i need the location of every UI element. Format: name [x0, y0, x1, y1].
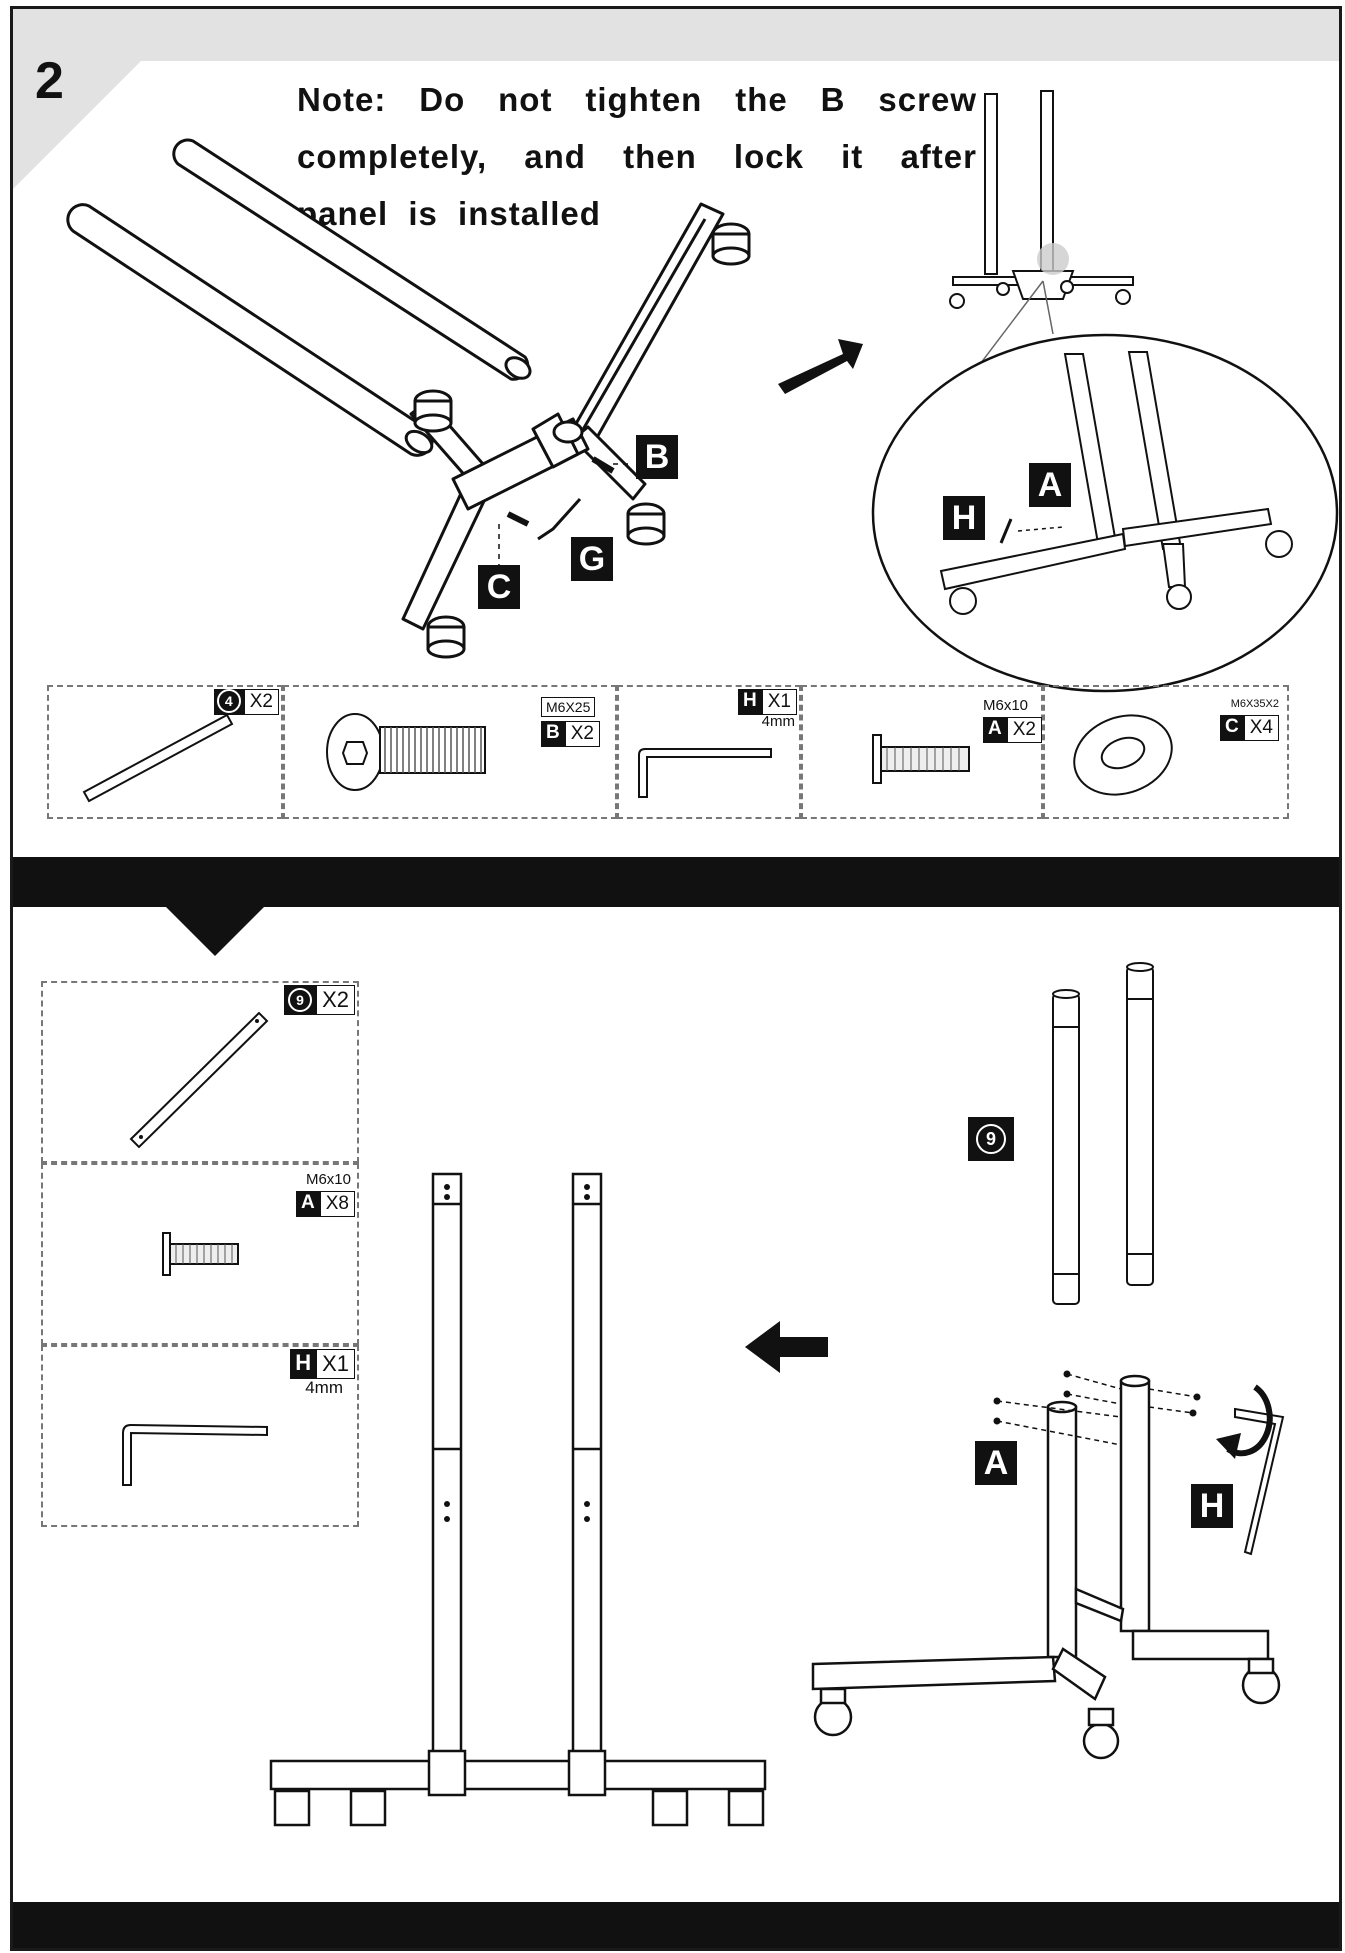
callout-h-detail: H [943, 496, 985, 540]
callout-g: G [571, 537, 613, 581]
screw-points [993, 1370, 1201, 1425]
arrow-right-icon [778, 339, 863, 394]
rotate-icon [1226, 1384, 1273, 1457]
callout-h: H [1191, 1484, 1233, 1528]
upright-assembly-illustration [269, 962, 1285, 1827]
caster [426, 615, 466, 659]
caster [711, 222, 751, 266]
stand-front-view [269, 1172, 767, 1827]
hex-key-icon [638, 748, 772, 798]
part-spec: M6X25 [541, 697, 596, 717]
part-spec: 4mm [761, 713, 795, 730]
arrow-left-icon [745, 1321, 828, 1373]
part-spec: M6x10 [305, 1171, 351, 1188]
callout-9: 9 [968, 1117, 1014, 1161]
callout-c: C [478, 565, 520, 609]
screw-a-icon [162, 1232, 239, 1276]
hex-key-tool [1234, 1407, 1285, 1556]
caster [413, 389, 453, 433]
tube-part-icon [129, 1011, 269, 1149]
washer-icon [1073, 714, 1173, 796]
detail-stand [939, 351, 1293, 615]
section-divider [13, 857, 1339, 907]
part-spec: M6x10 [983, 697, 1029, 714]
instruction-page: 2 Note: Do not tighten the B screw compl… [10, 6, 1342, 1951]
tube-9-pair [1052, 962, 1154, 1305]
base-assembly-illustration [66, 90, 1339, 693]
callout-a-detail: A [1029, 463, 1071, 507]
callout-a: A [975, 1441, 1017, 1485]
part-spec: M6X35X2 [1230, 698, 1279, 710]
assembly-note: Note: Do not tighten the B screw complet… [297, 81, 977, 232]
corner-decoration [13, 9, 193, 189]
step-number: 2 [35, 52, 64, 110]
screw-a-icon [872, 734, 970, 784]
chevron-down-icon [163, 904, 267, 956]
screw-b-icon [326, 713, 486, 791]
hex-key-icon [122, 1423, 268, 1486]
tube-part-icon [82, 713, 234, 803]
stand-iso-view [811, 1374, 1281, 1760]
footer-band [13, 1902, 1339, 1948]
loose-tube [172, 138, 532, 381]
stand-preview [892, 90, 1134, 480]
part-spec: 4mm [305, 1378, 343, 1397]
header-strip [13, 9, 1339, 61]
callout-b: B [636, 435, 678, 479]
caster [626, 502, 666, 546]
